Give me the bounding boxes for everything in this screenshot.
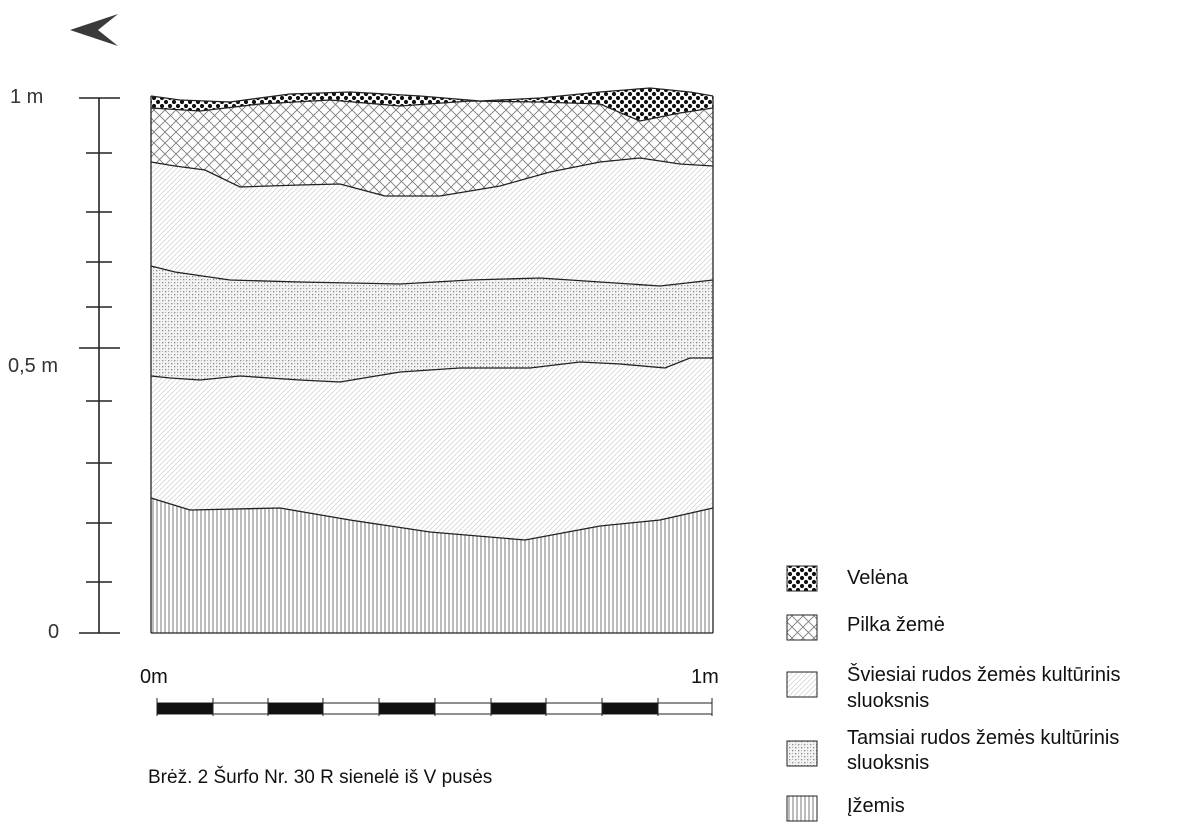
figure-caption: Brėž. 2 Šurfo Nr. 30 R sienelė iš V pusė… [148, 766, 492, 788]
legend-label-sviesiai-1: Šviesiai rudos žemės kultūrinis [847, 663, 1120, 686]
layer-pilka [151, 100, 713, 196]
layer-velena [151, 88, 713, 121]
legend-swatch-pilka [786, 614, 818, 641]
legend-label-izemis: Įžemis [847, 795, 905, 817]
legend-label-tamsiai-1: Tamsiai rudos žemės kultūrinis [847, 727, 1119, 749]
legend-swatch-sviesiai [786, 671, 818, 698]
legend-swatch-velena [786, 565, 818, 592]
legend-label-tamsiai-2: sluoksnis [847, 752, 929, 774]
scale-end-label: 1m [691, 666, 719, 688]
legend-swatch-tamsiai [786, 740, 818, 767]
layer-sviesiai-upper [151, 158, 713, 286]
legend-label-sviesiai-2: sluoksnis [847, 690, 929, 712]
scale-start-label: 0m [140, 666, 168, 688]
scale-bar: 0m 1m [140, 666, 719, 716]
soil-profile [150, 87, 714, 634]
legend: Velėna Pilka žemė Šviesiai rudos žemės k… [786, 565, 1120, 822]
axis-label-bottom: 0 [48, 621, 59, 643]
axis-label-top: 1 m [10, 86, 43, 108]
legend-label-velena: Velėna [847, 567, 909, 589]
legend-swatch-izemis [786, 795, 818, 822]
legend-label-pilka: Pilka žemė [847, 614, 945, 636]
layer-tamsiai [151, 266, 713, 382]
depth-axis: 1 m 0,5 m 0 [8, 86, 120, 643]
layer-sviesiai-lower [151, 358, 713, 540]
arrow-west-icon [70, 14, 118, 46]
axis-label-mid: 0,5 m [8, 355, 58, 377]
